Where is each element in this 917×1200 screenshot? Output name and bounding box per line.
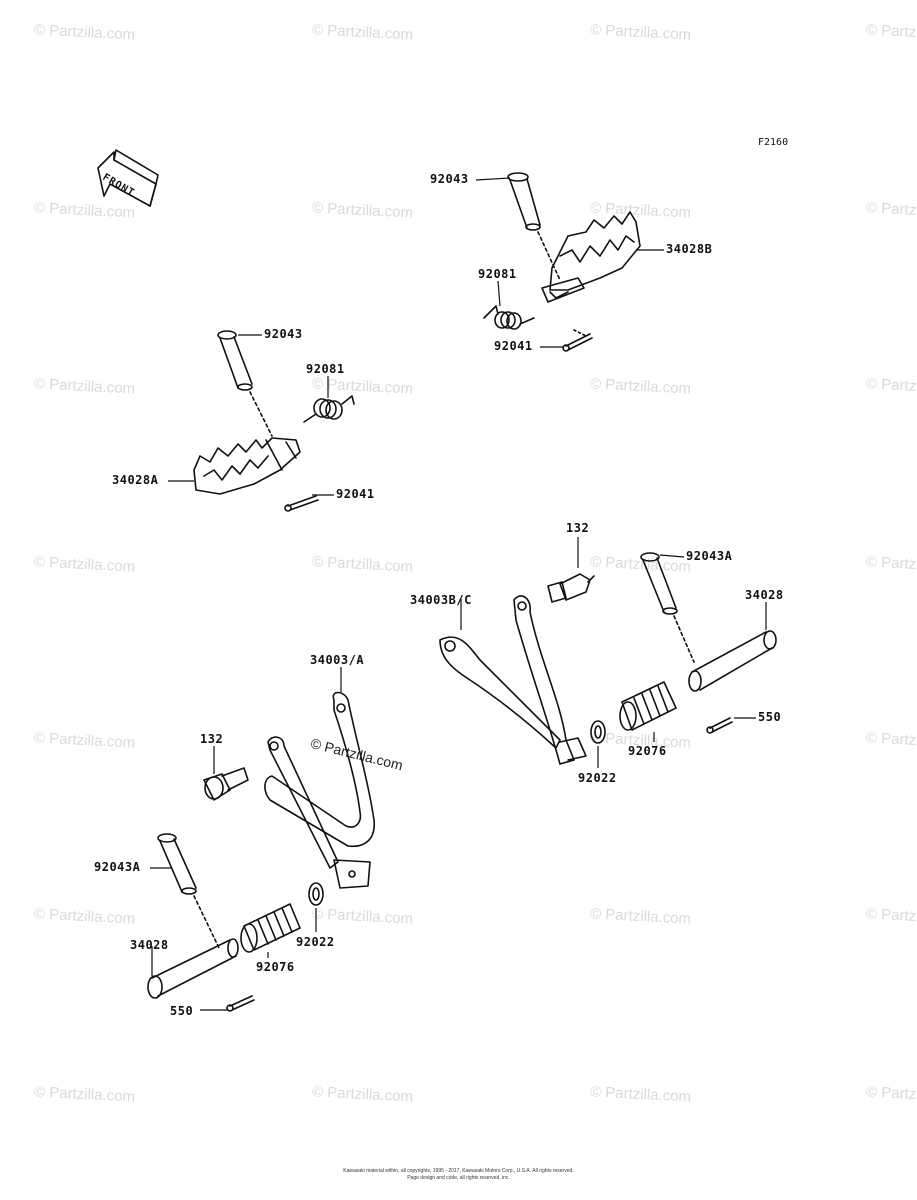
left-cotter: [284, 495, 319, 512]
copyright-line-2: Page design and code, all rights reserve…: [407, 1175, 510, 1181]
rl-shaft: [147, 938, 239, 999]
callout-rr-shaft: 34028: [745, 588, 784, 602]
copyright-line-1: Kawasaki material within, all copyrights…: [343, 1168, 574, 1174]
leader-lines: [150, 177, 767, 1011]
rr-bracket: [439, 595, 587, 765]
callout-rl-cotter: 550: [170, 1004, 194, 1018]
callout-rr-washer: 92022: [578, 771, 617, 785]
copyright-notice: Kawasaki material within, all copyrights…: [0, 1168, 917, 1182]
rl-cotter: [226, 995, 255, 1012]
top-right-pin: [507, 172, 561, 281]
callout-top-right-pin: 92043: [430, 172, 469, 186]
callout-rl-bolt: 132: [200, 732, 224, 746]
callout-rl-bracket: 34003/A: [310, 653, 365, 667]
callout-rl-washer: 92022: [296, 935, 335, 949]
callout-left-spring: 92081: [306, 362, 345, 376]
front-arrow-icon: [97, 149, 159, 207]
rl-bolt: [203, 767, 249, 801]
callout-rr-cotter: 550: [758, 710, 782, 724]
rr-cotter: [706, 717, 733, 734]
rr-rubber: [619, 681, 677, 731]
callout-rl-rubber: 92076: [256, 960, 295, 974]
rl-pin: [157, 833, 221, 951]
rr-pin: [640, 552, 695, 663]
callout-rr-rubber: 92076: [628, 744, 667, 758]
top-right-spring: [483, 305, 535, 330]
top-right-cotter: [562, 329, 593, 352]
left-spring: [303, 395, 355, 423]
left-footpeg: [193, 437, 301, 495]
left-pin: [217, 330, 273, 437]
callout-top-right-peg: 34028B: [666, 242, 713, 256]
callout-top-right-cotter: 92041: [494, 339, 533, 353]
callout-left-pin: 92043: [264, 327, 303, 341]
callout-rl-pin: 92043A: [94, 860, 141, 874]
callout-rr-pin: 92043A: [686, 549, 733, 563]
callout-left-peg: 34028A: [112, 473, 159, 487]
rl-bracket: [264, 691, 375, 889]
rr-bolt: [547, 573, 595, 603]
callout-top-right-spring: 92081: [478, 267, 517, 281]
callout-left-cotter: 92041: [336, 487, 375, 501]
rr-washer: [590, 720, 606, 744]
top-right-footpeg: [541, 211, 641, 303]
rl-rubber: [240, 903, 301, 953]
figure-code: F2160: [758, 137, 789, 148]
callout-rr-bracket: 34003B/C: [410, 593, 472, 607]
rr-shaft: [688, 630, 777, 692]
callout-rl-shaft: 34028: [130, 938, 169, 952]
callout-rr-bolt: 132: [566, 521, 590, 535]
rl-washer: [308, 882, 324, 906]
